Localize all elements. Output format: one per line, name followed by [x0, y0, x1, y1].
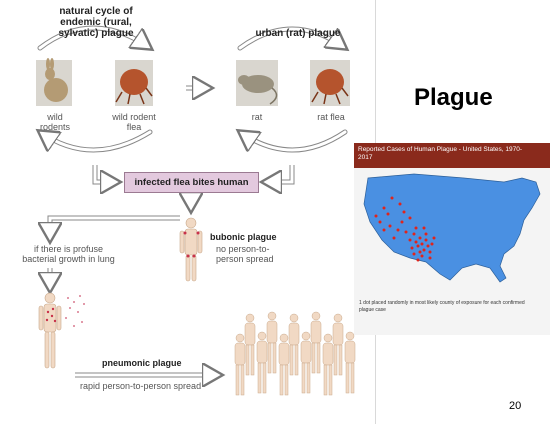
lung-spots: [45, 307, 57, 323]
urban-cycle-title: urban (rat) plague: [255, 28, 341, 39]
arrow-bubonic-to-lung: [50, 216, 180, 240]
arrow-sylvatic-to-bite: [93, 165, 118, 182]
bubo-spots: [183, 231, 200, 258]
wild-rodent-illustration: [36, 58, 72, 106]
pneumonic-human-figure: [38, 292, 62, 369]
rat-flea-label: rat flea: [317, 112, 345, 122]
case-dots: [374, 196, 436, 262]
map-caption: 1 dot placed randomly in most likely cou…: [359, 300, 525, 313]
bacteria-droplets: [65, 295, 85, 327]
rat-illustration: [236, 60, 278, 106]
wild-rodents-label: wild rodents: [39, 112, 71, 132]
bubonic-plague-subtitle: no person-to- person spread: [216, 244, 274, 264]
page-number: 20: [509, 400, 522, 412]
crowd-figures: [234, 311, 356, 396]
sylvatic-cycle-title: natural cycle of endemic (rural, sylvati…: [58, 6, 134, 39]
arrow-urban-to-bite: [264, 165, 294, 182]
infected-flea-bites-human-box: infected flea bites human: [124, 172, 259, 193]
bubonic-plague-title: bubonic plague: [210, 232, 277, 242]
bubonic-human-figure: [179, 217, 203, 282]
wild-rodent-flea-illustration: [115, 60, 153, 106]
us-landmass: [363, 173, 541, 283]
pneumonic-plague-subtitle: rapid person-to-person spread: [80, 381, 202, 391]
lung-condition-label: if there is profuse bacterial growth in …: [22, 244, 115, 264]
pneumonic-plague-title: pneumonic plague: [102, 358, 182, 368]
map-header: Reported Cases of Human Plague - United …: [354, 143, 550, 168]
slide-title: Plague: [414, 84, 493, 111]
us-map: [363, 173, 541, 283]
rat-flea-illustration: [310, 60, 350, 106]
rat-label: rat: [251, 112, 263, 122]
wild-rodent-flea-label: wild rodent flea: [112, 112, 156, 132]
